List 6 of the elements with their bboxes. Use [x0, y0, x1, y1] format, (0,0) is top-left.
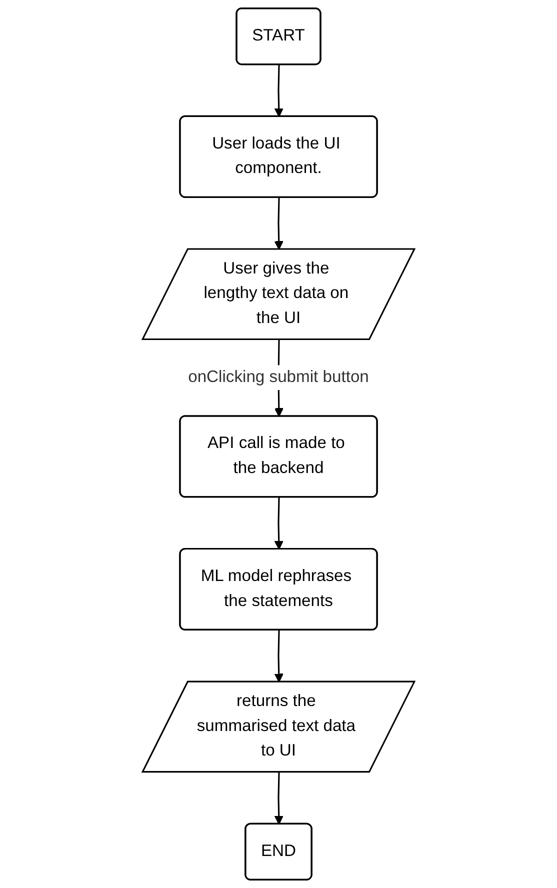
arrow	[274, 630, 284, 682]
arrow	[274, 64, 284, 118]
arrow	[274, 497, 284, 550]
arrow	[274, 772, 284, 825]
arrow	[274, 198, 284, 250]
edge-label: onClicking submit button	[188, 368, 369, 386]
